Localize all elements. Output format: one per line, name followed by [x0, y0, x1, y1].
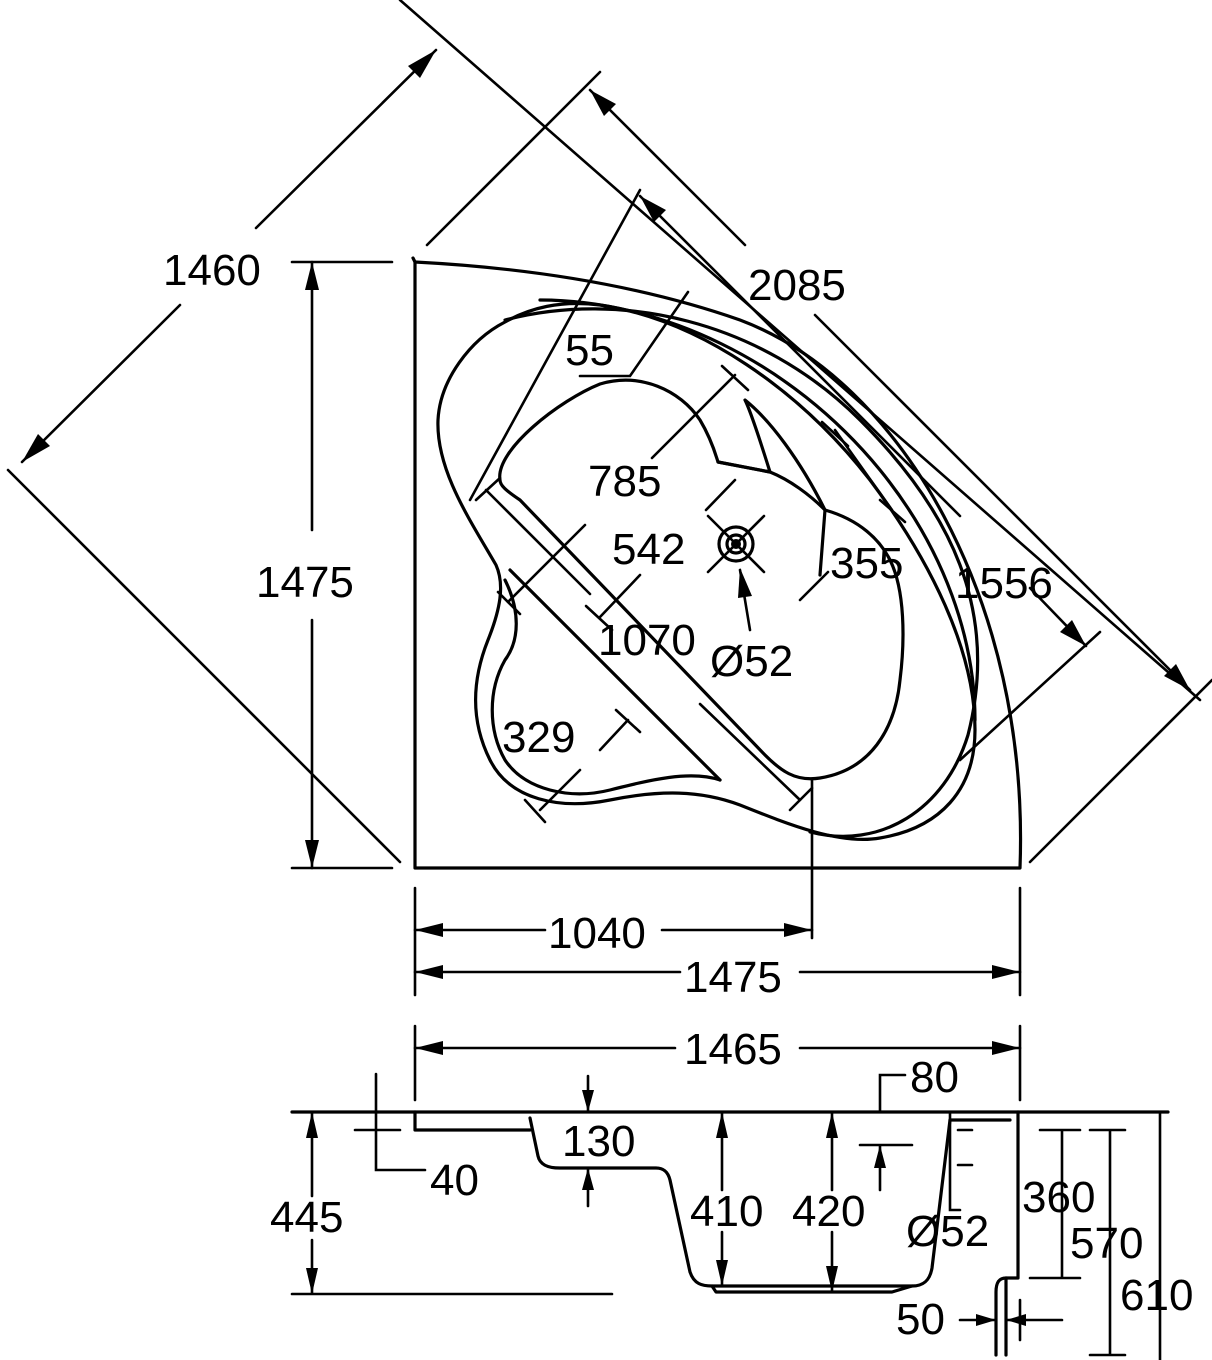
plan-view: 1460 2085 55 785 542 355 1556 1070 Ø52 3… [6, 0, 1212, 1002]
dim-785-ticks [496, 364, 750, 616]
label-drain-section: Ø52 [906, 1207, 989, 1256]
tub-section-profile [528, 1116, 952, 1288]
dim-1465-arrow-left [415, 1041, 443, 1055]
dim-130-arrow-top [582, 1090, 594, 1112]
diag-1460-arrow-bottom [22, 434, 50, 462]
label-420: 420 [792, 1187, 865, 1236]
tub-section-bottom [710, 1284, 914, 1294]
drain-leader-arrow [738, 568, 752, 598]
dim-445-arrow-bottom [306, 1268, 318, 1294]
label-1475-horizontal: 1475 [684, 953, 782, 1002]
diag-2085-arrow-bottom [1164, 664, 1190, 690]
dim-40-line [353, 1072, 427, 1172]
dim-55-line [578, 290, 690, 378]
label-80: 80 [910, 1053, 959, 1102]
label-2085: 2085 [748, 261, 846, 310]
drain-crosshair [706, 514, 766, 574]
dim-1475-vert-ext [290, 260, 394, 870]
label-130: 130 [562, 1117, 635, 1166]
dim-1070-line [484, 488, 802, 802]
label-329: 329 [502, 713, 575, 762]
dim-50-arrow-left [976, 1314, 996, 1326]
label-1465: 1465 [684, 1025, 782, 1074]
seat-edge [818, 508, 827, 577]
diag-1460-ext-left [6, 468, 402, 864]
dim-360-line [1028, 1128, 1082, 1280]
drain-inner [725, 533, 747, 555]
drain-section-arrow [874, 1145, 886, 1168]
label-50: 50 [896, 1295, 945, 1344]
seat-lobe [490, 578, 722, 796]
dim-1040-arrow-left [415, 923, 443, 937]
label-40: 40 [430, 1156, 479, 1205]
dim-329-ticks [523, 708, 642, 824]
dim-785-line [506, 373, 737, 604]
label-445: 445 [270, 1193, 343, 1242]
dim-420-arrow-top [826, 1112, 838, 1138]
dim-329-line [538, 718, 630, 812]
dim-410-arrow-bottom [716, 1260, 728, 1286]
dim-410-arrow-top [716, 1112, 728, 1138]
label-1070: 1070 [598, 616, 696, 665]
dim-1465-arrow-right [992, 1041, 1020, 1055]
diag-2085-line [588, 88, 1192, 692]
dim-1475-horiz-arrow-left [415, 965, 443, 979]
label-1475-vertical: 1475 [256, 558, 354, 607]
label-542: 542 [612, 525, 685, 574]
dim-570-line [1088, 1128, 1127, 1357]
diag-1460-line [20, 48, 438, 464]
label-1040: 1040 [548, 909, 646, 958]
dim-1040-ext [413, 778, 814, 997]
label-410: 410 [690, 1187, 763, 1236]
dim-50-arrow-right [1006, 1314, 1026, 1326]
dim-1475-vert-arrow-bottom [305, 840, 319, 868]
dim-130-arrow-bottom [582, 1168, 594, 1190]
dim-542-ticks [584, 604, 614, 632]
dim-1475-vert-arrow-top [305, 262, 319, 290]
label-610: 610 [1120, 1271, 1193, 1320]
dim-1040-arrow-right [784, 923, 812, 937]
dim-1556-arrow-bottom [1060, 620, 1086, 646]
seat-lobe-inner [508, 568, 722, 782]
basin-outer [436, 301, 977, 842]
seat-ridge [716, 460, 827, 512]
dim-1475-horiz-arrow-right [992, 965, 1020, 979]
diag-2085-ext [425, 70, 1212, 864]
diag-1460-arrow-top [408, 50, 436, 78]
dim-80-line [878, 1073, 907, 1114]
drain-outer [717, 525, 755, 563]
label-360: 360 [1022, 1173, 1095, 1222]
label-1556: 1556 [955, 559, 1053, 608]
label-355: 355 [830, 539, 903, 588]
dim-542-line [598, 478, 737, 619]
section-view: 1465 80 40 130 410 420 Ø52 360 570 610 4… [270, 1024, 1193, 1360]
dim-1556-arrow-top [640, 196, 666, 222]
dim-1465-ext [413, 1024, 1022, 1102]
outline-corner [411, 256, 417, 264]
label-570: 570 [1070, 1219, 1143, 1268]
dim-610-line [1143, 1110, 1170, 1360]
rim-lip [413, 1110, 532, 1132]
label-785: 785 [588, 457, 661, 506]
diag-2085-arrow-top [590, 90, 616, 116]
dim-1556-ext [468, 188, 1102, 762]
label-drain-plan: Ø52 [710, 637, 793, 686]
diag-1460-ext-right [398, 0, 1202, 702]
label-55: 55 [565, 326, 614, 375]
dim-445-arrow-top [306, 1112, 318, 1138]
dim-420-arrow-bottom [826, 1266, 838, 1292]
label-1460: 1460 [163, 246, 261, 295]
dim-1070-ticks [474, 476, 814, 812]
dim-355-ticks [820, 420, 907, 524]
